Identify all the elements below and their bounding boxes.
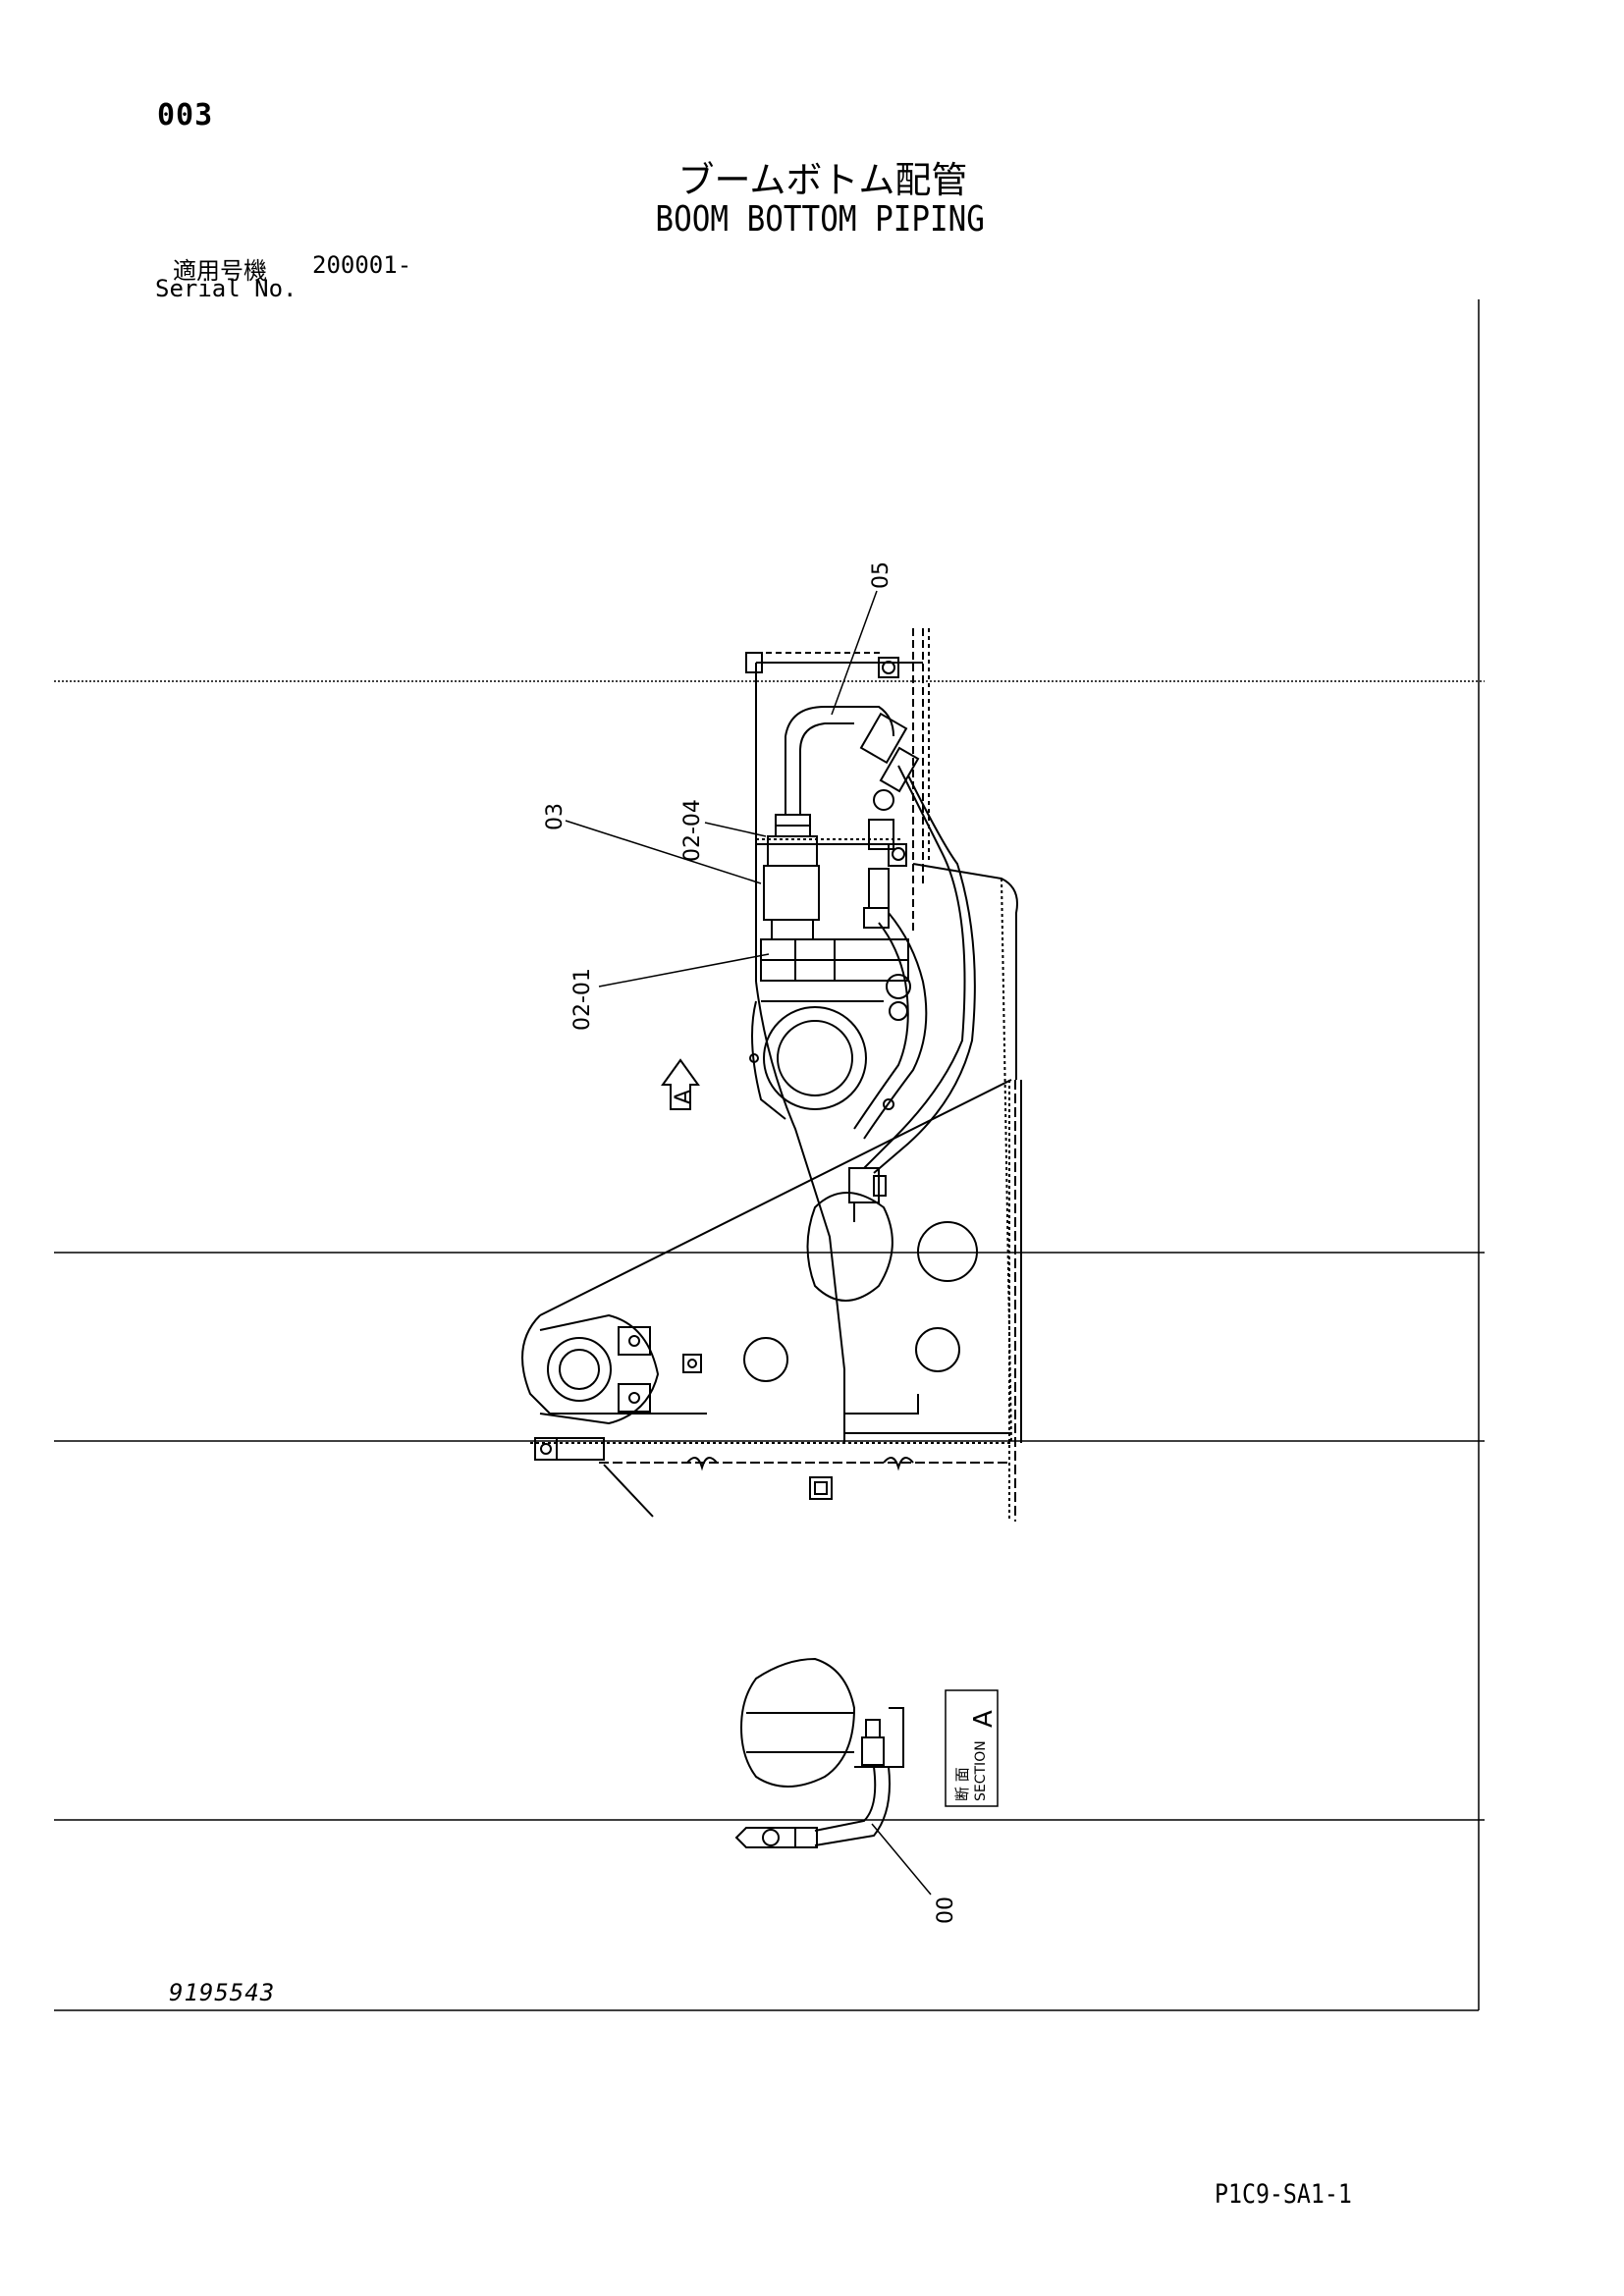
- title-english: BOOM BOTTOM PIPING: [655, 199, 985, 240]
- section-a-letter: A: [969, 1710, 999, 1728]
- serial-label-english: Serial No.: [155, 275, 298, 302]
- piping-assembly: [745, 652, 976, 1222]
- boom-structure: [521, 628, 1022, 1522]
- drawing-number: 9195543: [169, 1979, 276, 2006]
- view-marker-letter: A: [672, 1090, 696, 1104]
- leader-lines: [565, 590, 932, 1896]
- section-a-detail: [734, 1657, 904, 1848]
- title-japanese: ブームボトム配管: [677, 159, 968, 201]
- serial-number-value: 200001-: [312, 251, 412, 279]
- callout-numbers: 05 03 02-04 02-01 00: [543, 561, 958, 1924]
- callout-02-04: 02-04: [680, 799, 705, 862]
- page-number: 003: [157, 98, 214, 133]
- view-arrow-a: [661, 1058, 700, 1110]
- callout-03: 03: [543, 803, 568, 830]
- section-a-japanese: 断 面: [953, 1767, 971, 1801]
- section-a-label-box: 断 面 SECTION A: [945, 1689, 999, 1807]
- frame-lines: [54, 299, 1485, 2011]
- callout-05: 05: [869, 561, 893, 589]
- sheet-code: P1C9-SA1-1: [1215, 2179, 1352, 2210]
- serial-label-japanese: 適用号機: [173, 257, 267, 285]
- section-a-english: SECTION: [973, 1740, 989, 1801]
- callout-02-01: 02-01: [570, 968, 595, 1031]
- callout-00: 00: [934, 1896, 958, 1924]
